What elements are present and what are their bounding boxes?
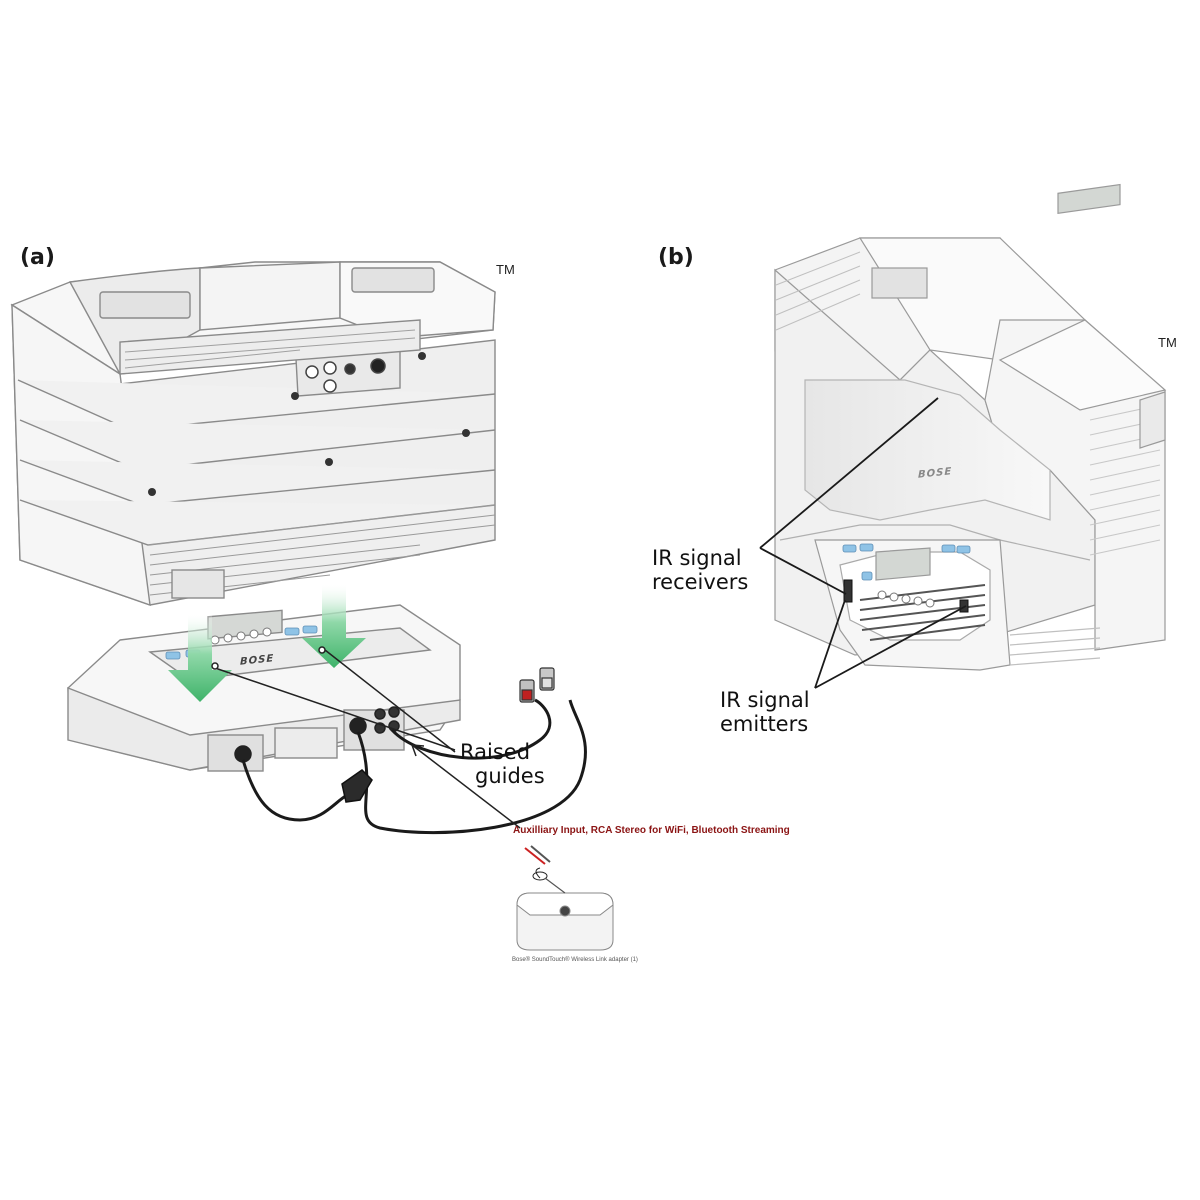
rear-jacks (305, 358, 386, 393)
green-down-arrows (168, 585, 366, 702)
wireless-adapter (516, 845, 614, 951)
aux-arrow (411, 744, 521, 829)
panel-b-trademark: TM (1158, 335, 1177, 350)
speaker-unit-rear (10, 261, 496, 607)
ir-windows (843, 579, 969, 613)
raised-guides-line2: guides (475, 764, 545, 788)
ir-receivers-callout: IR signal receivers (652, 546, 748, 594)
panel-b-label: (b) (658, 245, 694, 270)
ir-leader-lines (759, 397, 967, 689)
front-buttons (842, 543, 971, 581)
ir-emitters-line1: IR signal (720, 688, 810, 712)
ir-emitters-callout: IR signal emitters (720, 688, 810, 736)
wave-system-front (774, 183, 1167, 671)
ir-emitters-line2: emitters (720, 712, 809, 736)
raised-guides-line1: Raised (460, 740, 531, 764)
screws (148, 352, 470, 496)
base-round-buttons (210, 627, 272, 645)
raised-guides-callout: Raised guides (460, 740, 545, 788)
power-plug (341, 769, 373, 803)
ir-receivers-line1: IR signal (652, 546, 742, 570)
cables (241, 698, 587, 835)
panel-a-label: (a) (20, 245, 55, 270)
rca-plugs (519, 667, 555, 703)
ir-receivers-line2: receivers (652, 570, 749, 594)
adapter-caption: Bose® SoundTouch® Wireless Link adapter … (512, 957, 638, 963)
raised-guides-leader-lines (211, 646, 456, 753)
front-round-buttons (877, 590, 935, 608)
panel-a-trademark: TM (496, 262, 515, 277)
aux-input-note: Auxilliary Input, RCA Stereo for WiFi, B… (513, 825, 790, 836)
